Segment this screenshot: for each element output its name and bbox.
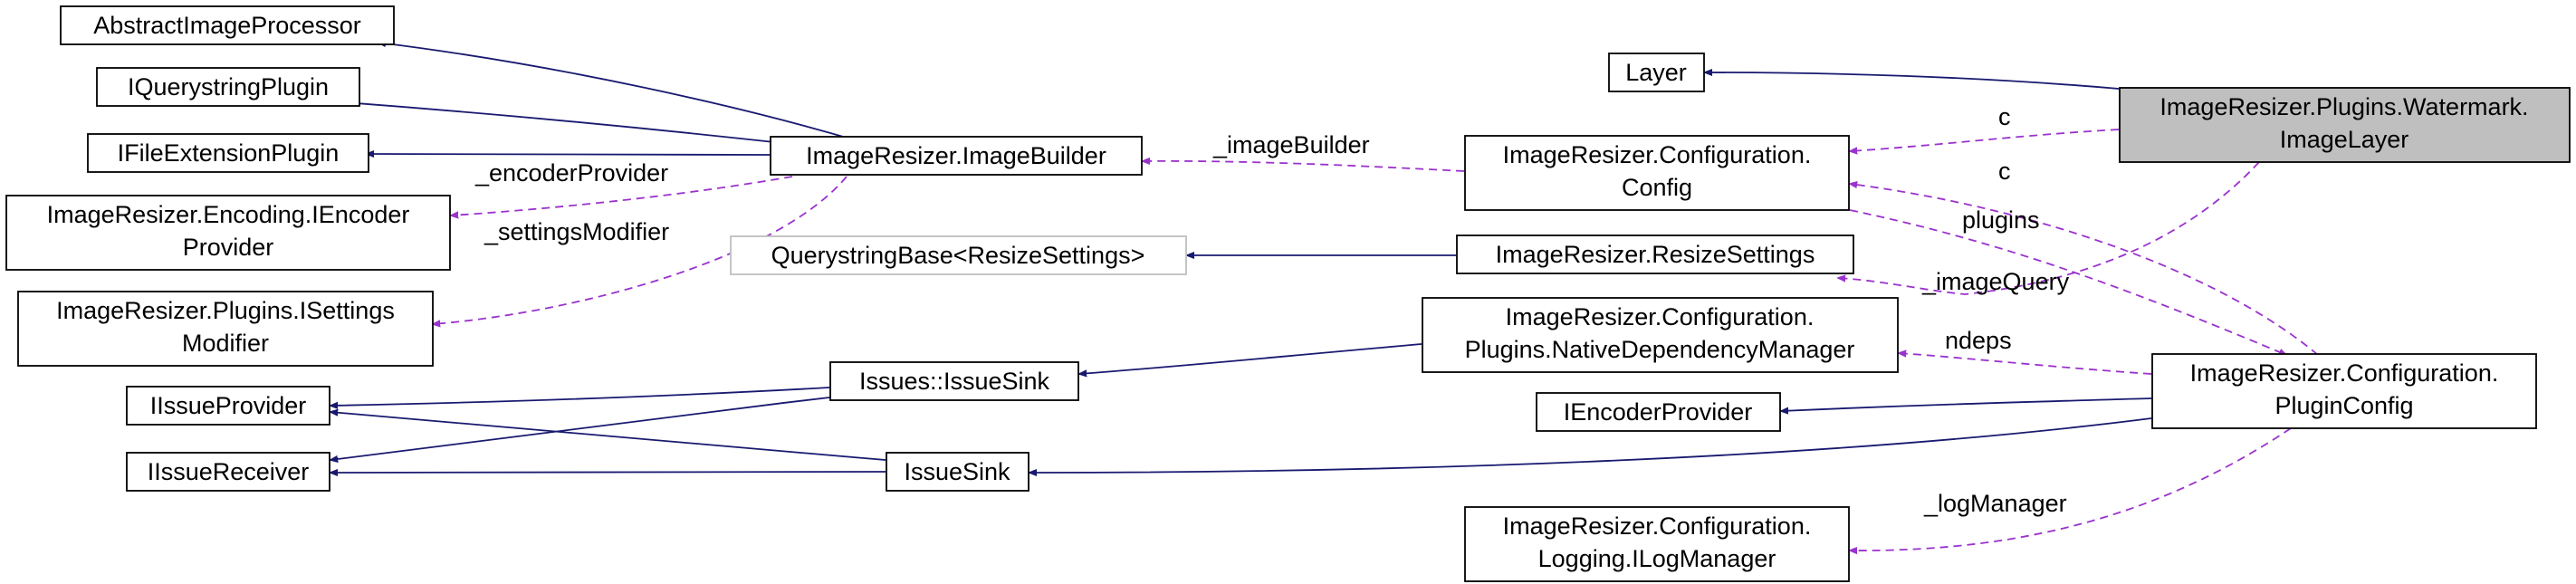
label-imagequery: _imageQuery (1921, 268, 2070, 295)
node-image-builder[interactable]: ImageResizer.ImageBuilder (770, 136, 1143, 176)
node-label: IQuerystringPlugin (128, 73, 329, 101)
label-settingsmodifier: _settingsModifier (484, 218, 669, 245)
edge-issuessink-to-iissueprovider (330, 387, 830, 406)
node-isettings-modifier[interactable]: ImageResizer.Plugins.ISettings Modifier (17, 291, 434, 367)
edge-issuesink-to-iissuereceiver (330, 472, 886, 473)
node-ifile-extension-plugin[interactable]: IFileExtensionPlugin (87, 133, 369, 173)
edge-config-to-pluginconfig (1849, 209, 2286, 356)
node-label-line-2: Provider (183, 234, 274, 261)
node-label: Layer (1625, 59, 1687, 86)
node-iquerystring-plugin[interactable]: IQuerystringPlugin (96, 67, 360, 107)
label-logmanager: _logManager (1923, 490, 2067, 517)
edge-pluginconfig-to-config (1850, 184, 2319, 356)
node-issue-sink[interactable]: IssueSink (886, 452, 1029, 492)
node-querystring-base[interactable]: QuerystringBase<ResizeSettings> (730, 235, 1187, 275)
edge-pluginconfig-to-iencoderprovider (1781, 397, 2152, 411)
edge-imagebuilder-to-iencoderprovider (451, 176, 793, 215)
nodes: AbstractImageProcessor IQuerystringPlugi… (5, 5, 2571, 582)
node-native-dependency-manager[interactable]: ImageResizer.Configuration. Plugins.Nati… (1422, 297, 1899, 373)
node-label-line-1: ImageResizer.Plugins.Watermark. (2159, 93, 2528, 120)
edge-imagelayer-to-layer (1705, 72, 2120, 90)
node-label: Issues::IssueSink (859, 368, 1050, 395)
node-label-line-1: ImageResizer.Encoding.IEncoder (47, 201, 410, 228)
node-label-line-1: ImageResizer.Configuration. (1503, 512, 1812, 540)
node-config[interactable]: ImageResizer.Configuration. Config (1464, 135, 1850, 211)
node-iissue-provider[interactable]: IIssueProvider (126, 386, 330, 426)
edge-pluginconfig-to-issuesink (1029, 417, 2152, 473)
label-encoderprovider: _encoderProvider (474, 159, 668, 187)
label-c-plugin: c (1998, 158, 2011, 185)
node-label: AbstractImageProcessor (93, 12, 361, 39)
node-label: IEncoderProvider (1564, 398, 1753, 426)
edge-issuesink-to-iissueprovider (330, 412, 886, 461)
node-ilog-manager[interactable]: ImageResizer.Configuration. Logging.ILog… (1464, 506, 1850, 582)
edge-imagebuilder-to-iquerystringplugin (344, 102, 775, 143)
edge-imagelayer-to-resizesettings (1838, 161, 2260, 295)
edge-labels: _imageBuilder _encoderProvider _settings… (474, 103, 2070, 517)
node-label-line-1: ImageResizer.Configuration. (2190, 359, 2499, 387)
edge-imagebuilder-to-ifileextensionplugin (367, 154, 771, 155)
edge-imagebuilder-to-isettingsmodifier (433, 176, 847, 324)
label-plugins: plugins (1962, 206, 2040, 234)
node-label: QuerystringBase<ResizeSettings> (771, 242, 1145, 269)
node-issues-issue-sink[interactable]: Issues::IssueSink (829, 361, 1079, 401)
node-abstract-image-processor[interactable]: AbstractImageProcessor (60, 5, 395, 45)
node-label-line-2: Config (1622, 174, 1692, 201)
label-c-layer: c (1998, 103, 2011, 130)
node-label-line-1: ImageResizer.Configuration. (1506, 303, 1815, 330)
node-encoding-iencoder-provider[interactable]: ImageResizer.Encoding.IEncoder Provider (5, 195, 451, 271)
edge-issuessink-to-iissuereceiver (330, 397, 830, 460)
node-label-line-2: PluginConfig (2274, 392, 2413, 419)
node-iencoder-provider[interactable]: IEncoderProvider (1536, 392, 1781, 432)
node-image-layer-focus[interactable]: ImageResizer.Plugins.Watermark. ImageLay… (2119, 87, 2571, 163)
node-label: IIssueProvider (150, 392, 307, 419)
node-label-line-1: ImageResizer.Configuration. (1503, 141, 1812, 168)
edge-imagebuilder-to-abstractimageprocessor (378, 43, 857, 141)
node-iissue-receiver[interactable]: IIssueReceiver (126, 452, 330, 492)
node-label: IIssueReceiver (148, 458, 310, 485)
node-plugin-config[interactable]: ImageResizer.Configuration. PluginConfig (2151, 353, 2537, 429)
node-resize-settings[interactable]: ImageResizer.ResizeSettings (1456, 235, 1854, 274)
edge-config-to-imagebuilder (1143, 161, 1465, 172)
edge-nativedepmanager-to-issuessink (1079, 343, 1422, 374)
node-label: IFileExtensionPlugin (118, 139, 340, 167)
edge-imagelayer-to-config (1850, 129, 2120, 151)
edges (330, 43, 2319, 550)
edge-pluginconfig-to-logmanager (1850, 427, 2292, 550)
label-ndeps: ndeps (1945, 327, 2012, 354)
node-label-line-1: ImageResizer.Plugins.ISettings (56, 297, 395, 324)
node-label-line-2: ImageLayer (2280, 126, 2409, 153)
node-label: ImageResizer.ImageBuilder (806, 142, 1106, 169)
node-label-line-2: Plugins.NativeDependencyManager (1465, 336, 1855, 363)
edge-pluginconfig-to-nativedepmanager (1899, 353, 2152, 375)
node-label: IssueSink (904, 458, 1010, 485)
node-label-line-2: Modifier (182, 330, 269, 357)
node-label-line-2: Logging.ILogManager (1538, 545, 1776, 572)
label-imagebuilder: _imageBuilder (1212, 131, 1370, 158)
node-label: ImageResizer.ResizeSettings (1496, 241, 1815, 268)
node-layer[interactable]: Layer (1608, 53, 1705, 92)
